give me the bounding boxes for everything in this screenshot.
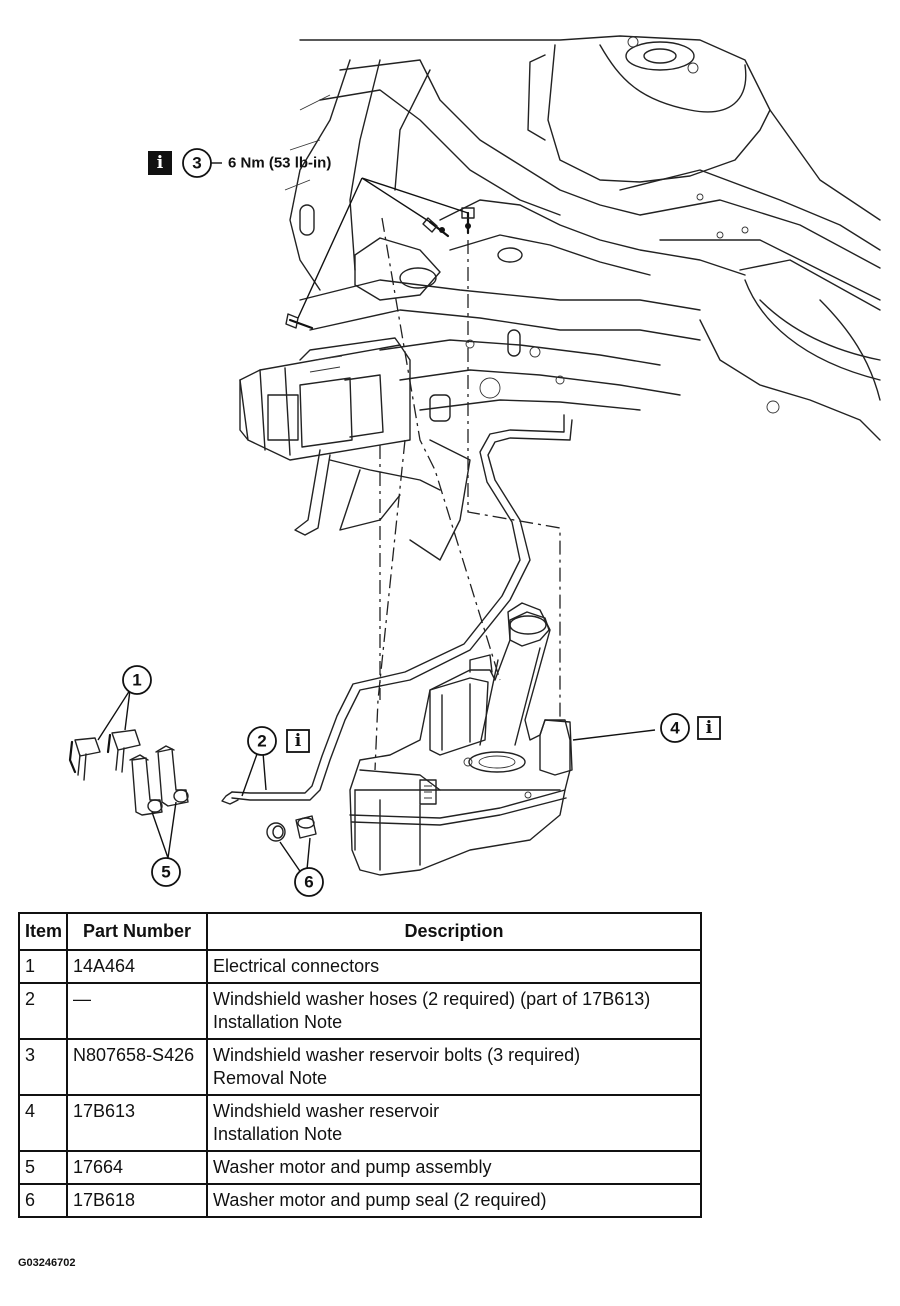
item-cell: 2 <box>18 982 68 1040</box>
item-cell: 6 <box>18 1183 68 1218</box>
part-number-cell: N807658-S426 <box>66 1038 208 1096</box>
svg-text:6: 6 <box>304 873 313 892</box>
figure-id: G03246702 <box>18 1257 76 1269</box>
description-cell: Windshield washer hoses (2 required) (pa… <box>206 982 702 1040</box>
washer-hose <box>221 414 573 805</box>
alignment-centerlines <box>374 217 561 771</box>
installation-note: Installation Note <box>213 1012 343 1032</box>
callout-1: 1 <box>122 665 152 695</box>
description-line: Washer motor and pump assembly <box>213 1157 492 1177</box>
callout-6: 6 <box>294 867 324 897</box>
item-cell: 1 <box>18 949 68 984</box>
info-icon <box>697 716 721 740</box>
part-number-cell: 17B618 <box>66 1183 208 1218</box>
bolt-3 <box>285 313 314 330</box>
torque-spec: 6 Nm (53 lb-in) <box>228 155 331 172</box>
item-cell: 5 <box>18 1150 68 1185</box>
svg-text:i: i <box>157 153 164 173</box>
table-row: 6 17B618 Washer motor and pump seal (2 r… <box>18 1183 702 1218</box>
parts-table: Item Part Number Description 1 14A464 El… <box>18 912 702 1218</box>
reservoir-leader <box>572 729 656 741</box>
svg-text:i: i <box>295 731 302 751</box>
description-line: Windshield washer hoses (2 required) (pa… <box>213 989 651 1009</box>
description-line: Windshield washer reservoir <box>213 1101 440 1121</box>
exploded-view-illustration: i 3 6 Nm (53 lb-in) 1 2 i 4 i 5 6 <box>68 35 881 897</box>
header-part-number: Part Number <box>66 912 208 951</box>
description-line: Washer motor and pump seal (2 required) <box>213 1190 547 1210</box>
part-number-cell: 14A464 <box>66 949 208 984</box>
callout-5: 5 <box>151 857 181 887</box>
description-cell: Windshield washer reservoir bolts (3 req… <box>206 1038 702 1096</box>
svg-text:1: 1 <box>132 671 141 690</box>
header-description: Description <box>206 912 702 951</box>
electrical-connectors <box>68 689 141 781</box>
reservoir-bolts <box>285 207 475 330</box>
description-cell: Windshield washer reservoir Installation… <box>206 1094 702 1152</box>
header-item: Item <box>18 912 68 951</box>
info-icon <box>148 151 172 175</box>
vehicle-body-structure <box>239 35 881 561</box>
description-line: Windshield washer reservoir bolts (3 req… <box>213 1045 581 1065</box>
table-row: 5 17664 Washer motor and pump assembly <box>18 1150 702 1185</box>
description-line: Electrical connectors <box>213 956 380 976</box>
table-header-row: Item Part Number Description <box>18 912 702 951</box>
callout-2: 2 i <box>247 726 310 756</box>
item-cell: 4 <box>18 1094 68 1152</box>
bolt-1 <box>422 217 450 238</box>
torque-leader-lines <box>297 177 469 319</box>
installation-note: Installation Note <box>213 1124 343 1144</box>
washer-pumps <box>129 745 189 859</box>
table-row: 2 — Windshield washer hoses (2 required)… <box>18 982 702 1040</box>
removal-note: Removal Note <box>213 1068 328 1088</box>
svg-text:4: 4 <box>670 719 680 738</box>
callout-4: 4 i <box>660 713 721 743</box>
callout-number-3: 3 <box>192 154 201 173</box>
description-cell: Washer motor and pump assembly <box>206 1150 702 1185</box>
part-number-cell: 17B613 <box>66 1094 208 1152</box>
svg-text:2: 2 <box>257 732 266 751</box>
washer-reservoir <box>349 602 573 876</box>
table-row: 4 17B613 Windshield washer reservoir Ins… <box>18 1094 702 1152</box>
bolt-2 <box>461 207 475 235</box>
part-number-cell: — <box>66 982 208 1040</box>
description-cell: Washer motor and pump seal (2 required) <box>206 1183 702 1218</box>
description-cell: Electrical connectors <box>206 949 702 984</box>
svg-text:5: 5 <box>161 863 170 882</box>
part-number-cell: 17664 <box>66 1150 208 1185</box>
table-row: 1 14A464 Electrical connectors <box>18 949 702 984</box>
torque-callout: i 3 6 Nm (53 lb-in) <box>148 148 331 178</box>
svg-text:i: i <box>706 718 713 738</box>
item-cell: 3 <box>18 1038 68 1096</box>
table-row: 3 N807658-S426 Windshield washer reservo… <box>18 1038 702 1096</box>
info-icon <box>286 729 310 753</box>
